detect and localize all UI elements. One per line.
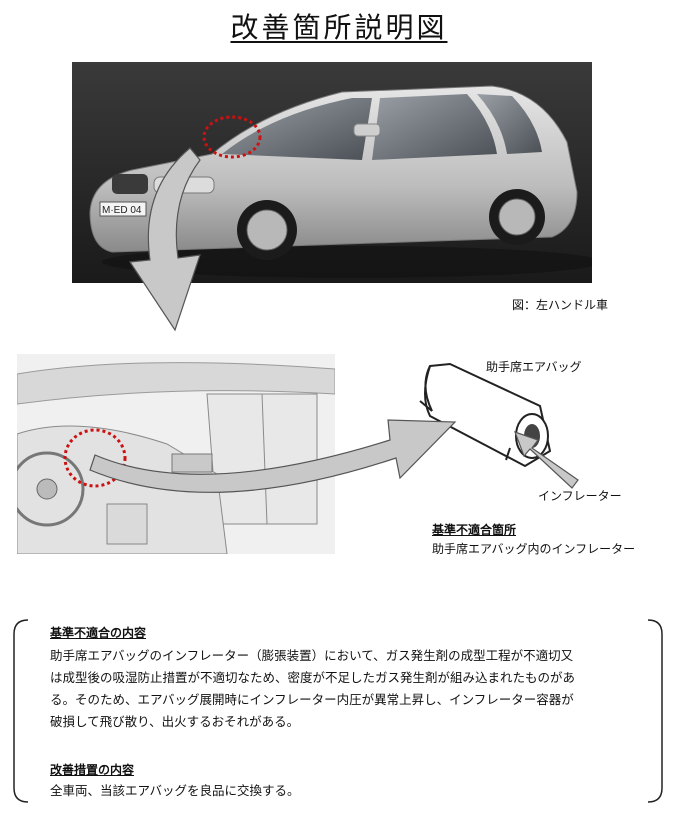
defect-location-heading: 基準不適合箇所	[432, 523, 517, 537]
inflator-label: インフレーター	[538, 489, 622, 503]
defect-line: る。そのため、エアバッグ展開時にインフレーター内圧が異常上昇し、インフレーター容…	[50, 692, 574, 707]
remedy-heading: 改善措置の内容	[50, 763, 135, 777]
license-plate: M·ED 04	[102, 205, 142, 216]
defect-content-heading: 基準不適合の内容	[50, 626, 147, 640]
windshield-highlight-circle	[202, 115, 262, 159]
details-bracket-frame	[13, 619, 663, 803]
airbag-label: 助手席エアバッグ	[486, 360, 582, 374]
defect-location-text: 助手席エアバッグ内のインフレーター	[432, 542, 636, 556]
page-title: 改善箇所説明図	[230, 11, 448, 44]
remedy-text: 全車両、当該エアバッグを良品に交換する。	[50, 783, 300, 798]
defect-line: は成型後の吸湿防止措置が不適切なため、密度が不足したガス発生剤が組み込まれたもの…	[50, 670, 576, 685]
defect-line: 助手席エアバッグのインフレーター（膨張装置）において、ガス発生剤の成型工程が不適…	[50, 648, 574, 663]
car-photo: M·ED 04	[72, 62, 592, 283]
details-section: 基準不適合の内容 助手席エアバッグのインフレーター（膨張装置）において、ガス発生…	[50, 624, 650, 802]
dashboard-highlight-circle	[63, 428, 127, 488]
photo-caption: 図：左ハンドル車	[512, 298, 609, 312]
defect-content-body: 助手席エアバッグのインフレーター（膨張装置）において、ガス発生剤の成型工程が不適…	[50, 645, 650, 733]
defect-line: 破損して飛び散り、出火するおそれがある。	[50, 714, 300, 729]
car-illustration: M·ED 04	[72, 62, 592, 283]
